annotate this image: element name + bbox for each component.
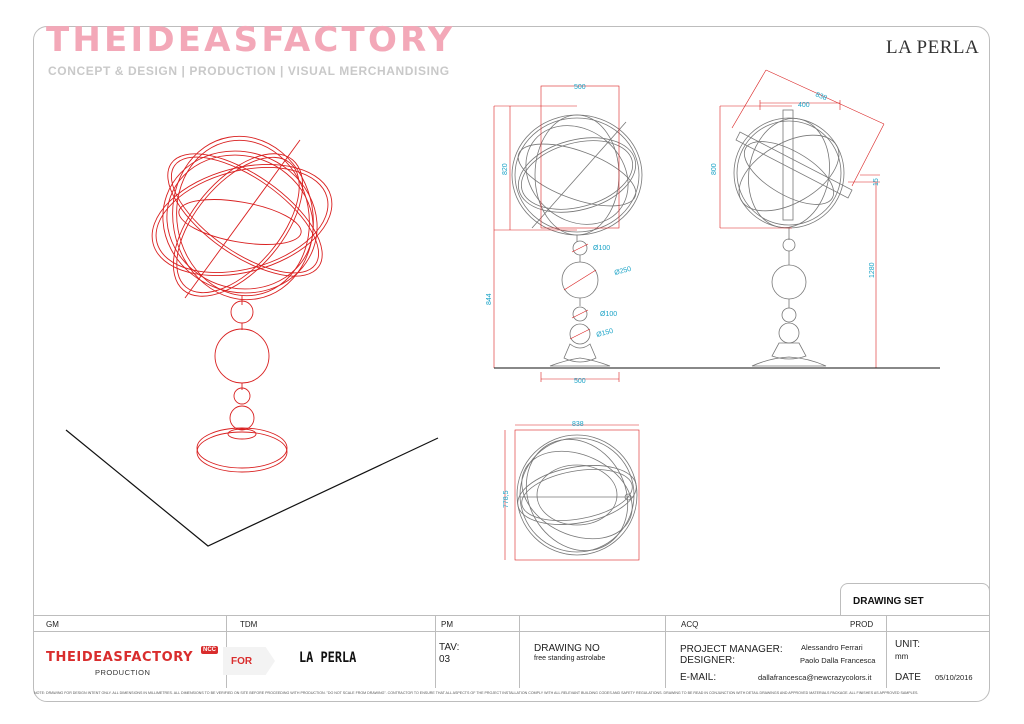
drawing-sheet-border <box>33 26 990 702</box>
title-block-divider <box>33 631 990 632</box>
dim-side-width: 400 <box>798 102 810 109</box>
title-block: GM TDM PM ACQ PROD THEIDEASFACTORY NCC P… <box>33 615 990 688</box>
date-label: DATE <box>895 672 921 683</box>
project-manager-label: PROJECT MANAGER: <box>680 644 783 655</box>
email-value: dallafrancesca@newcrazycolors.it <box>758 673 872 682</box>
header-prod: PROD <box>850 620 874 629</box>
dim-diameter-100-b: Ø100 <box>600 311 617 318</box>
drawing-set-label: DRAWING SET <box>840 583 990 616</box>
designer-label: DESIGNER: <box>680 655 736 666</box>
dim-side-height-sphere: 800 <box>711 163 718 175</box>
for-arrow-label: FOR <box>223 647 275 675</box>
email-label: E-MAIL: <box>680 672 717 683</box>
dim-front-width-top: 500 <box>574 84 586 91</box>
astrolabe-rings-red <box>151 135 333 305</box>
side-elevation <box>733 109 853 367</box>
dim-front-base-width: 500 <box>574 378 586 385</box>
title-block-col-tdm <box>227 616 436 688</box>
dim-diameter-100-a: Ø100 <box>593 245 610 252</box>
header-pm: PM <box>441 620 453 629</box>
header-acq: ACQ <box>681 620 699 629</box>
floor-outline <box>65 429 439 547</box>
header-tdm: TDM <box>240 620 258 629</box>
drawing-no-label: DRAWING NO <box>534 643 600 654</box>
dim-diameter-250: Ø250 <box>614 266 632 277</box>
tav-value: 03 <box>439 654 451 665</box>
drawing-no-value: free standing astrolabe <box>534 655 606 662</box>
unit-value: mm <box>895 652 909 661</box>
designer-value: Paolo Dalla Francesca <box>800 656 876 665</box>
title-block-client: LA PERLA <box>299 650 357 666</box>
brand-logo: THEIDEASFACTORY <box>46 20 456 60</box>
unit-label: UNIT: <box>895 639 920 650</box>
side-dimension-lines <box>719 69 940 369</box>
project-manager-value: Alessandro Ferrari <box>801 643 863 652</box>
title-block-col-drawing <box>520 616 666 688</box>
title-block-col-pm <box>436 616 520 688</box>
title-block-logo: THEIDEASFACTORY <box>46 650 194 665</box>
title-block-logo-sub: PRODUCTION <box>95 668 151 677</box>
dim-side-total-height: 1280 <box>869 262 876 278</box>
dim-side-diagonal: 838 <box>814 91 828 102</box>
dim-plan-width: 838 <box>572 421 584 428</box>
header-gm: GM <box>46 620 59 629</box>
plan-dimension-lines <box>504 424 640 561</box>
client-logo: LA PERLA <box>886 37 980 58</box>
date-value: 05/10/2016 <box>935 673 973 682</box>
dim-front-height-sphere: 820 <box>502 163 509 175</box>
stand-red <box>196 300 288 473</box>
dim-diameter-150: Ø150 <box>596 328 614 339</box>
title-block-col-acq <box>666 616 887 688</box>
brand-tagline: CONCEPT & DESIGN | PRODUCTION | VISUAL M… <box>48 64 450 78</box>
dim-front-total-height: 844 <box>486 293 493 305</box>
perspective-view <box>65 135 439 547</box>
dim-plan-depth: 778,5 <box>503 490 510 508</box>
dim-side-small: 15 <box>873 178 880 186</box>
plan-view <box>516 434 638 556</box>
footnote: NOTE: DRAWING FOR DESIGN INTENT ONLY. AL… <box>34 691 919 695</box>
tav-label: TAV: <box>439 642 460 653</box>
front-elevation <box>511 114 643 367</box>
title-block-logo-badge: NCC <box>201 646 218 654</box>
